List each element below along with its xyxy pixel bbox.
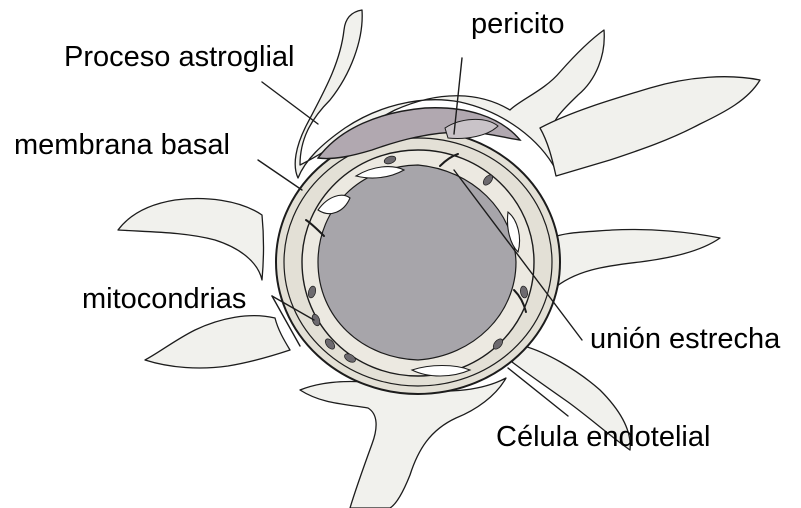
astroglial-process-lower-left — [145, 316, 290, 368]
label-union-estrecha: unión estrecha — [590, 325, 780, 354]
label-membrana-basal: membrana basal — [14, 131, 230, 160]
astroglial-process-right — [548, 229, 720, 290]
leader-line-proceso-astroglial — [262, 82, 318, 124]
label-celula-endotelial: Célula endotelial — [496, 423, 710, 452]
label-mitocondrias: mitocondrias — [82, 285, 246, 314]
label-proceso-astroglial: Proceso astroglial — [64, 43, 295, 72]
astroglial-process-bottom — [300, 378, 506, 508]
astroglial-process-left — [118, 199, 264, 280]
label-pericito: pericito — [471, 10, 565, 39]
